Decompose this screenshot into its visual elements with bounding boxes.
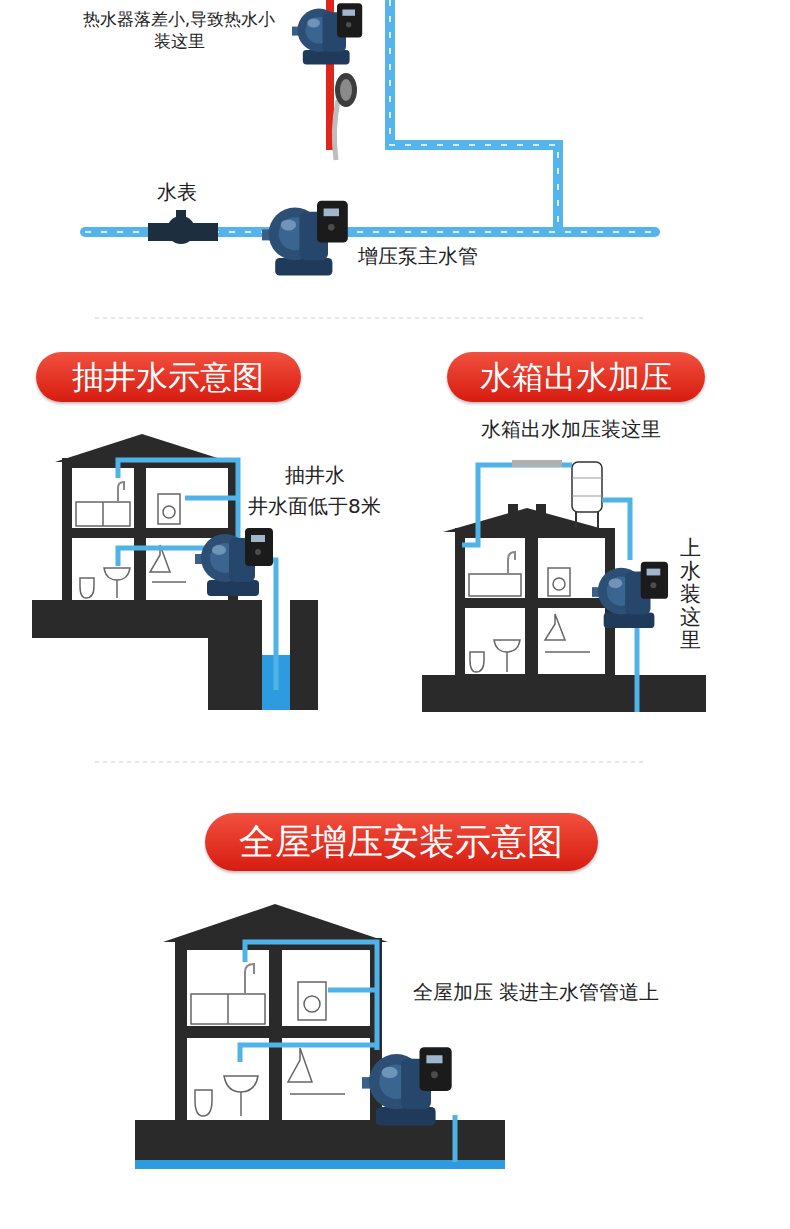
house-pipes	[245, 942, 377, 1050]
house-tank	[455, 528, 615, 678]
house-whole	[135, 1120, 505, 1160]
house-whole	[191, 994, 265, 1024]
house-whole	[187, 950, 269, 1026]
house-whole	[163, 904, 388, 942]
cold-water-pipe	[390, 0, 558, 232]
house-whole	[282, 1038, 370, 1120]
section-heading-pill: 抽井水示意图	[36, 352, 301, 402]
pump-icon	[195, 528, 273, 596]
annotation-label: 热水器落差小,导致热水小 装这里	[62, 8, 296, 52]
house-tank	[572, 478, 602, 479]
house-tank	[597, 512, 599, 528]
house-pipes	[240, 942, 455, 1162]
well-pipes	[118, 460, 238, 540]
tank-pipes	[635, 628, 640, 712]
annotation-label: 全屋加压 装进主水管管道上	[413, 979, 659, 1005]
well-pipes	[268, 560, 276, 690]
house-tank	[506, 652, 508, 672]
house-pipes	[240, 1045, 377, 1062]
house-pipes	[453, 1115, 458, 1162]
heading-text: 抽井水示意图	[72, 358, 264, 396]
valve	[512, 460, 562, 467]
house-tank	[553, 578, 565, 590]
heading-text: 水箱出水加压	[480, 358, 672, 396]
house-well	[72, 468, 134, 528]
section-heading-pill: 全屋增压安装示意图	[205, 813, 598, 871]
house-whole	[227, 994, 229, 1024]
hot-water-pipe	[340, 79, 352, 101]
pump-icon	[592, 562, 668, 628]
annotation-label: 井水面低于8米	[248, 493, 381, 519]
house-pipes	[328, 988, 377, 993]
well-pipes	[185, 496, 238, 501]
house-whole	[290, 1093, 345, 1095]
house-tank	[422, 462, 706, 712]
house-tank	[508, 552, 515, 574]
house-whole	[304, 996, 320, 1012]
house-tank	[469, 574, 521, 596]
house-well	[102, 502, 104, 526]
house-whole	[298, 982, 326, 1020]
house-tank	[545, 651, 590, 653]
house-tank	[422, 675, 706, 712]
house-tank	[536, 504, 546, 516]
water-meter	[148, 210, 218, 244]
annotation-label: 水表	[157, 179, 197, 205]
water-meter	[167, 216, 195, 244]
tank-pipes	[462, 465, 572, 545]
pump-icon	[292, 3, 362, 64]
dashed-separator	[95, 762, 645, 763]
house-tank	[508, 504, 518, 516]
house-tank	[572, 462, 602, 512]
section-heading-pill: 水箱出水加压	[447, 352, 705, 402]
house-whole	[288, 1048, 312, 1082]
house-whole	[135, 904, 505, 1169]
cold-water-pipe	[390, 0, 558, 232]
house-well	[158, 494, 180, 524]
house-tank	[470, 652, 484, 672]
water-meter	[176, 210, 186, 218]
house-well	[80, 578, 94, 598]
tank-pipes	[602, 500, 630, 560]
pump-icon	[262, 201, 348, 276]
house-well	[32, 434, 318, 710]
annotation-label: 水箱出水加压装这里	[481, 416, 661, 442]
pump-icon	[362, 1047, 452, 1125]
house-whole	[224, 1076, 258, 1092]
house-well	[76, 502, 130, 526]
house-tank	[572, 496, 602, 497]
house-tank	[538, 608, 605, 674]
annotation-label: 增压泵主水管	[358, 243, 478, 269]
house-well	[152, 581, 186, 583]
house-whole	[175, 938, 382, 1125]
house-whole	[240, 1092, 242, 1116]
house-tank	[548, 568, 570, 596]
house-whole	[135, 1160, 505, 1169]
house-tank	[494, 640, 520, 652]
house-well	[104, 568, 130, 580]
annotation-label: 抽井水	[285, 462, 345, 488]
house-whole	[195, 1090, 212, 1116]
house-tank	[465, 608, 525, 674]
dashed-separator	[95, 318, 645, 319]
house-tank	[545, 614, 565, 640]
house-whole	[187, 1038, 269, 1120]
house-well	[163, 506, 175, 518]
hot-water-pipe	[335, 73, 357, 107]
house-well	[118, 482, 124, 502]
hot-water-pipe	[334, 100, 338, 160]
heading-text: 全屋增压安装示意图	[239, 820, 563, 863]
house-whole	[245, 964, 254, 994]
annotation-label: 上水装这里	[680, 537, 701, 652]
house-tank	[575, 512, 577, 528]
house-well	[116, 580, 118, 598]
